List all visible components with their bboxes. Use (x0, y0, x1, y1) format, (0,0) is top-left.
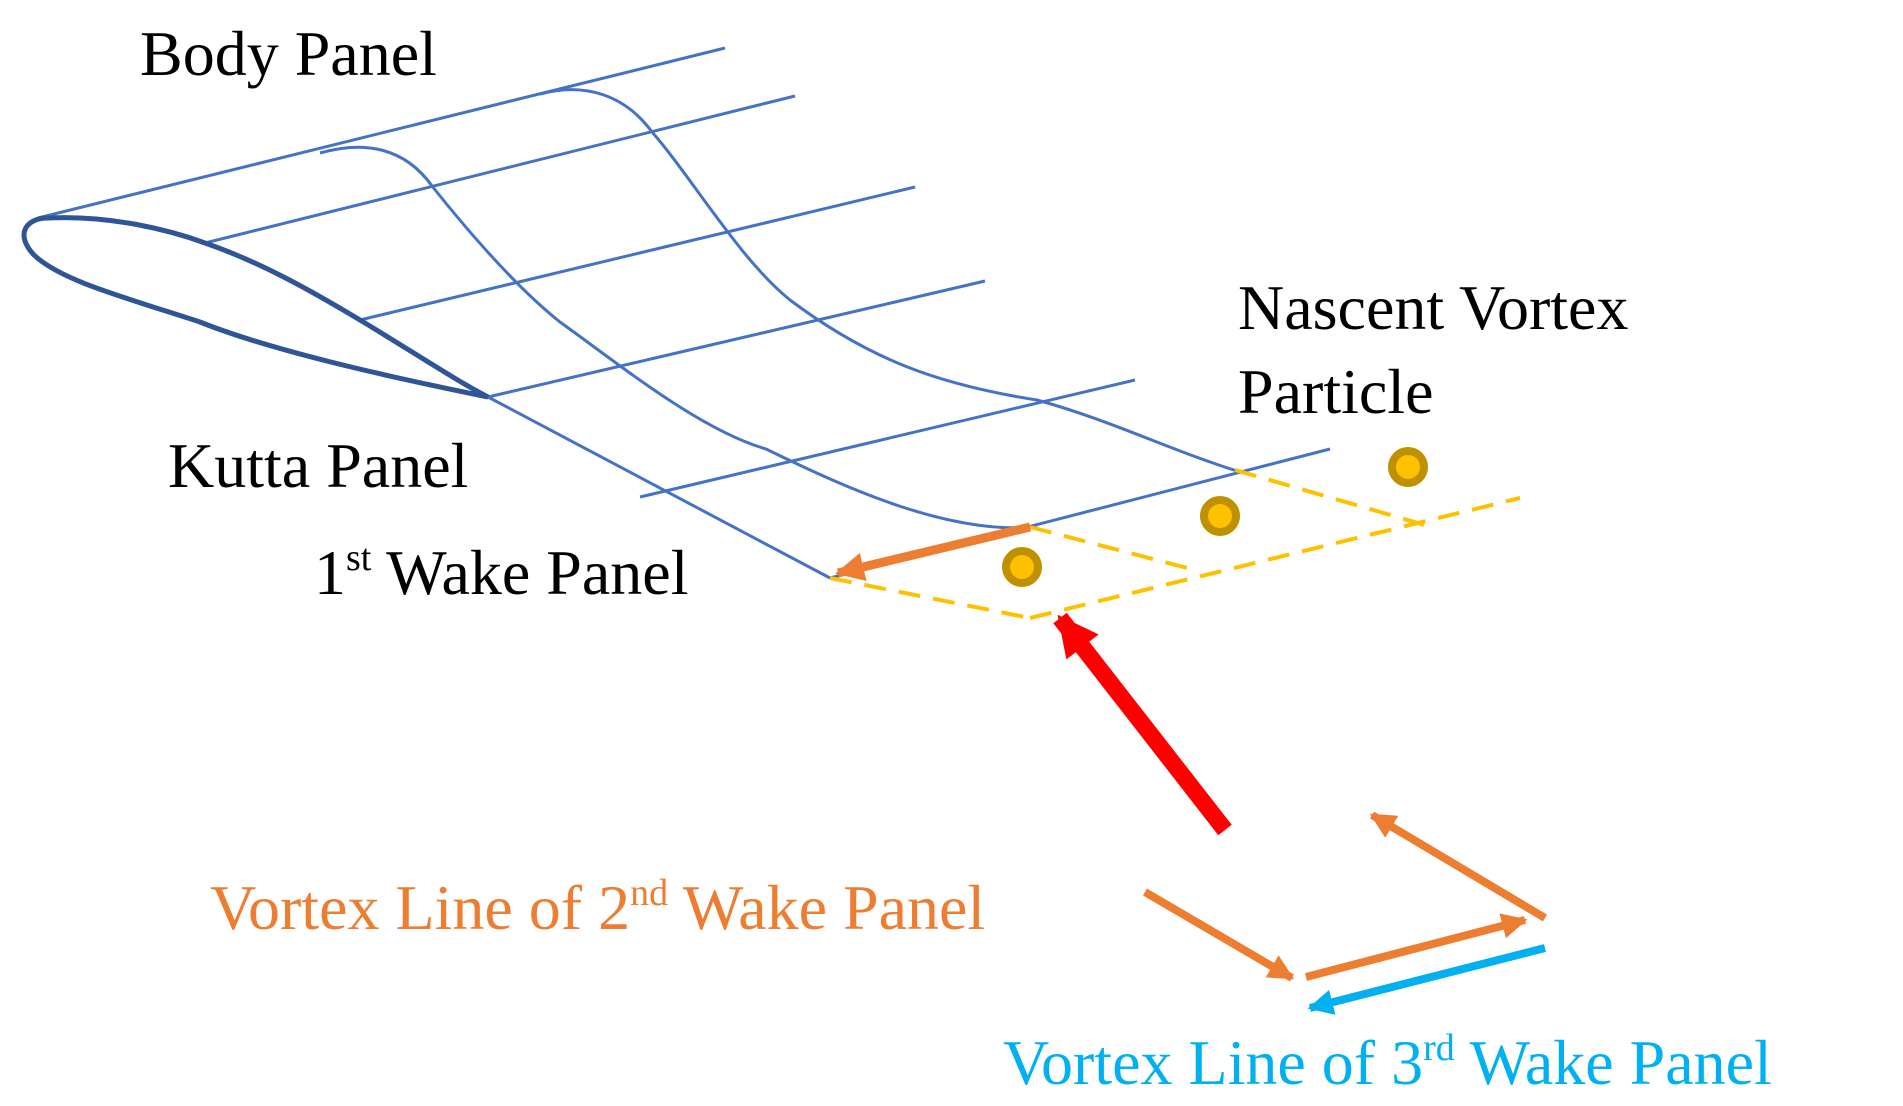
label-second-wake-vortex-line: Vortex Line of 2nd Wake Panel (210, 874, 985, 940)
label-first-wake-text: Wake Panel (386, 537, 689, 608)
mesh-line (639, 378, 1136, 499)
label-third-wake-text: Wake Panel (1469, 1027, 1772, 1098)
label-nascent-vortex: Nascent Vortex (1238, 272, 1629, 343)
label-first-wake-panel: 1st Wake Panel (314, 539, 688, 605)
label-third-wake-vortex-line: Vortex Line of 3rd Wake Panel (1003, 1029, 1772, 1095)
mesh-line (204, 94, 796, 245)
orange-arrow (1369, 811, 1548, 922)
label-second-wake-suffix: nd (630, 872, 669, 914)
vortex-particle (1200, 496, 1240, 536)
mesh-line (37, 46, 726, 220)
vortex-particle (1388, 447, 1428, 487)
label-kutta-panel: Kutta Panel (168, 430, 469, 501)
label-second-wake-prefix: Vortex Line of 2 (210, 872, 631, 943)
wake-line (1029, 525, 1196, 572)
orange-arrow (1142, 888, 1295, 982)
vortex-particle (1002, 547, 1042, 587)
mesh-chord-line (319, 145, 1038, 530)
label-particle: Particle (1238, 356, 1434, 427)
label-body-panel: Body Panel (140, 18, 437, 89)
second-wake-vortex-line (1142, 811, 1548, 982)
third-wake-vortex-arrow (1307, 944, 1546, 1015)
pointer-arrow (1053, 612, 1232, 836)
mesh-line (487, 395, 831, 580)
mesh-chord-line (539, 88, 1238, 473)
label-third-wake-suffix: rd (1423, 1027, 1455, 1069)
label-third-wake-prefix: Vortex Line of 3 (1003, 1027, 1424, 1098)
orange-arrow (1304, 913, 1528, 981)
mesh-line (359, 185, 916, 322)
airfoil-outline (21, 215, 490, 400)
label-first-wake-suffix: st (346, 537, 372, 579)
wake-line (1029, 496, 1521, 620)
wake-panels (829, 468, 1521, 620)
label-second-wake-text: Wake Panel (682, 872, 986, 943)
wake-line (829, 576, 1031, 620)
first-wake-vortex-arrow (835, 522, 1032, 581)
label-first-wake-number: 1 (314, 537, 346, 608)
nascent-particles (1002, 447, 1428, 587)
mesh-line (487, 279, 986, 399)
